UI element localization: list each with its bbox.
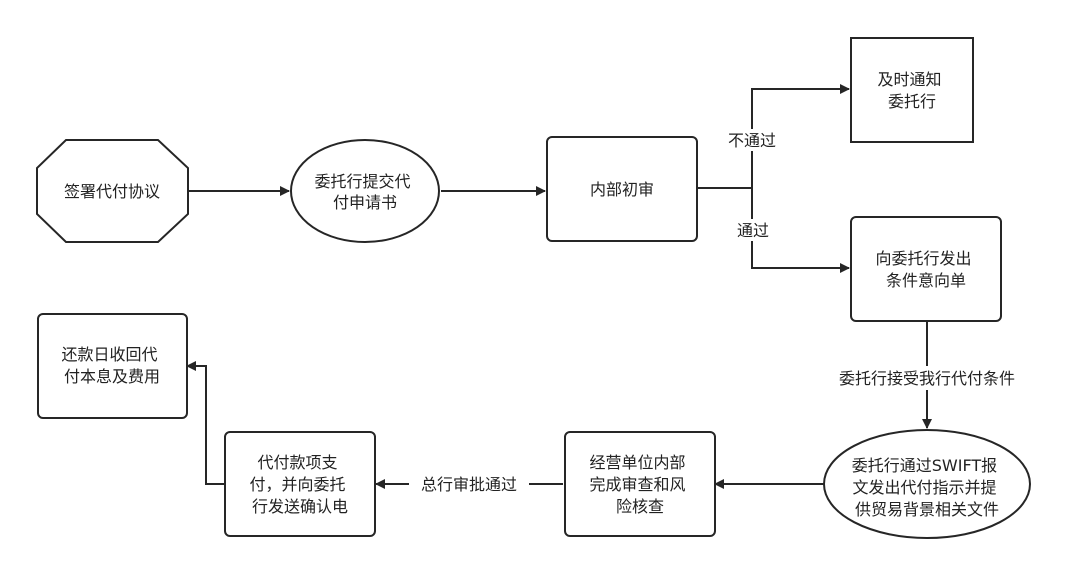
edge-label-not-pass: 不通过 xyxy=(728,131,776,150)
node-swift-instruction xyxy=(823,429,1031,539)
node-issue-intent xyxy=(850,216,1002,322)
edge-label-head-office-approved: 总行审批通过 xyxy=(421,475,517,494)
node-notify-bank xyxy=(850,37,974,143)
node-submit-application-label: 委托行提交代 付申请书 xyxy=(314,172,415,212)
edge-payment-to-repayment xyxy=(186,361,224,485)
node-risk-check xyxy=(564,431,716,537)
node-repayment-label: 还款日收回代 付本息及费用 xyxy=(61,345,162,386)
node-repayment xyxy=(37,313,188,419)
edge-pass-to-intent xyxy=(751,188,850,273)
node-issue-intent-label: 向委托行发出 条件意向单 xyxy=(875,249,976,290)
node-payment-label: 代付款项支 付，并向委托 行发送确认电 xyxy=(249,453,350,516)
edge-not-pass-to-notify xyxy=(751,84,850,188)
node-payment xyxy=(224,431,376,537)
nodes xyxy=(36,37,1031,539)
node-submit-application xyxy=(290,139,440,243)
node-notify-bank-label: 及时通知 委托行 xyxy=(877,70,946,111)
edge-label-pass: 通过 xyxy=(737,221,769,240)
edge-labels: 不通过 通过 委托行接受我行代付条件 总行审批通过 xyxy=(409,129,1036,495)
edge-label-accept-terms: 委托行接受我行代付条件 xyxy=(839,369,1015,388)
node-risk-check-label: 经营单位内部 完成审查和风 险核查 xyxy=(589,453,690,516)
node-sign-agreement xyxy=(36,139,189,243)
node-sign-agreement-label: 签署代付协议 xyxy=(64,182,160,201)
node-initial-review xyxy=(546,136,698,242)
node-swift-instruction-label: 委托行通过SWIFT报 文发出代付指示并提 供贸易背景相关文件 xyxy=(852,456,1003,519)
node-labels: 签署代付协议 委托行提交代 付申请书 内部初审 及时通知 委托行 向委托行发出 … xyxy=(61,70,1003,519)
node-initial-review-label: 内部初审 xyxy=(590,180,654,199)
